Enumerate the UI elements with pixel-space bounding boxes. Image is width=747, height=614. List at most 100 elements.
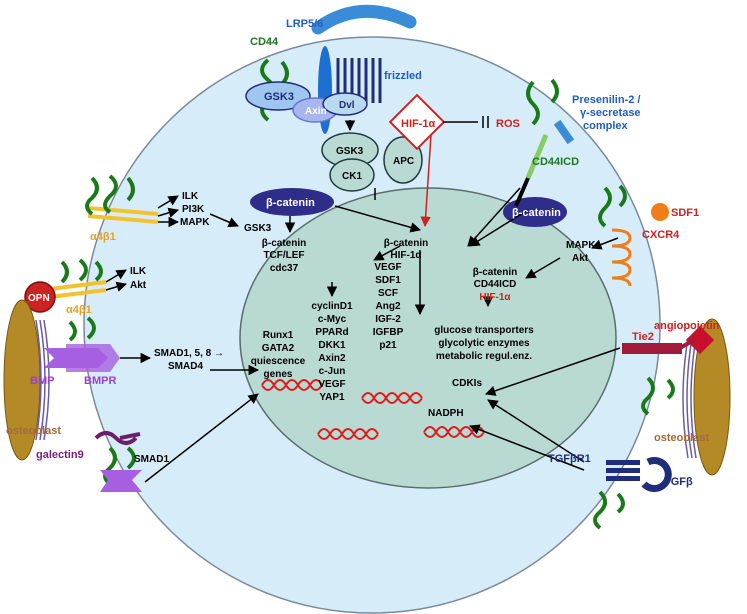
tie2-label: Tie2	[632, 331, 654, 343]
arrow-mapk-gsk3	[209, 213, 239, 228]
arrow-cxcr4-mapk	[591, 237, 619, 250]
opn-label: OPN	[28, 293, 50, 304]
sdf1-label: SDF1	[671, 207, 699, 219]
nadph-label: NADPH	[428, 408, 464, 419]
integrin-upper-label: α4β1	[90, 231, 116, 243]
dna-helix-col1	[317, 428, 379, 440]
beta-catenin-main-label: β-catenin	[266, 197, 315, 209]
sdf1-ligand	[651, 203, 669, 221]
bmp-label: BMP	[30, 375, 54, 387]
arrows	[105, 116, 621, 483]
gsk3-complex-label: GSK3	[336, 146, 364, 157]
col1-target-8: YAP1	[319, 392, 345, 403]
col2-target-6: IGFBP	[373, 327, 404, 338]
col3-head-1: β-catenin	[473, 267, 517, 278]
col3-head-2: CD44ICD	[474, 279, 517, 290]
arrow-bcat-nucleus-right	[334, 205, 422, 233]
beta-catenin-right-bubble	[503, 197, 567, 227]
akt-left-label: Akt	[130, 280, 147, 291]
galectin9-protein	[94, 431, 141, 445]
cd44icd-stalk	[525, 134, 549, 179]
col1-target-3: PPARd	[315, 327, 348, 338]
arrow-cd44icd	[467, 187, 521, 247]
presenilin-label-2: γ-secretase	[580, 107, 641, 119]
smad158-label: SMAD1, 5, 8 →	[154, 348, 224, 359]
integrin-upper	[87, 206, 159, 224]
sdf-protein	[598, 184, 627, 228]
arrow-col2-targets	[373, 245, 401, 261]
runx-item-1: Runx1	[263, 330, 294, 341]
galectin9-label: galectin9	[36, 449, 84, 461]
presenilin-block	[553, 119, 575, 145]
ilk2-label: ILK	[130, 266, 147, 277]
cdkis-label: CDKIs	[452, 378, 482, 389]
tgfb-protein	[593, 490, 625, 530]
dvl-label: Dvl	[339, 100, 355, 111]
cxcr4-receptor	[611, 228, 632, 287]
dvl-bubble	[322, 92, 368, 116]
arrow-integrin-pi3k	[157, 207, 180, 218]
bmpr-receptor	[66, 344, 120, 372]
bmpr-label: BMPR	[84, 375, 116, 387]
col2-head-2: HIF-1α	[390, 250, 422, 261]
runx-item-4: genes	[264, 369, 293, 380]
beta-catenin-right-label: β-catenin	[512, 207, 561, 219]
angiopoietin-label: angiopoietin	[654, 320, 720, 332]
apc-bubble	[383, 136, 423, 184]
col3-hif-label: HIF-1α	[479, 292, 511, 303]
cd44icd-label: CD44ICD	[532, 156, 579, 168]
cd44icd-tail	[514, 177, 530, 207]
frizzled-receptor	[336, 58, 382, 103]
osteoblast-left-membrane	[35, 319, 50, 441]
gsk3-membrane-bubble	[245, 81, 311, 111]
col1-target-6: c-Jun	[319, 366, 346, 377]
col2-target-4: Ang2	[376, 301, 401, 312]
smad4-label: SMAD4	[168, 361, 203, 372]
arrow-mapk-nucleus	[525, 257, 561, 279]
wnt-label: Wnt	[362, 7, 383, 19]
osteoblast-right-label: osteoblast	[654, 432, 709, 444]
arrow-tgfbr1-cdki	[487, 399, 585, 463]
col1-target-2: c-Myc	[318, 314, 347, 325]
arrow-integrin-ilk2	[105, 269, 127, 283]
tgfb-label: TGFβ	[664, 476, 693, 488]
integrin-upper-protein	[85, 174, 135, 216]
col2-target-5: IGF-2	[375, 314, 401, 325]
wnt-ligand	[311, 4, 417, 35]
osteoblast-right	[693, 318, 731, 476]
presenilin-receptor	[526, 78, 559, 126]
col1-target-1: cyclinD1	[311, 301, 353, 312]
tie2-protein	[641, 376, 675, 416]
tgfbr1-label: TGFβR1	[548, 453, 591, 465]
ros-label: ROS	[496, 118, 520, 130]
lrp-label: LRP5/6	[286, 18, 323, 30]
glucose-1: glucose transporters	[434, 325, 534, 336]
frizzled-label: frizzled	[384, 70, 422, 82]
apc-label: APC	[393, 156, 414, 167]
arrow-hif-nucleus	[420, 134, 432, 228]
osteoblast-left-label: osteoblast	[6, 425, 61, 437]
col1-target-4: DKK1	[318, 340, 346, 351]
dna-helix-col2	[361, 392, 423, 404]
glucose-2: glycolytic enzymes	[438, 338, 530, 349]
tie2-receptor	[622, 343, 682, 354]
col1-head-1: β-catenin	[262, 238, 306, 249]
mapk-right-label: MAPK	[566, 240, 596, 251]
tgfbr1-receptor	[606, 460, 640, 481]
nucleus	[239, 187, 617, 489]
beta-catenin-main-bubble	[250, 188, 334, 216]
runx-item-2: GATA2	[262, 343, 295, 354]
col2-target-3: SCF	[378, 288, 398, 299]
cxcr4-label: CXCR4	[642, 229, 680, 241]
col2-target-1: VEGF	[374, 262, 401, 273]
dna-helix-runx	[261, 379, 323, 391]
presenilin-label-1: Presenilin-2 /	[572, 94, 640, 106]
col1-target-5: Axin2	[318, 353, 346, 364]
axin-label: Axin	[305, 106, 327, 117]
osteoblast-left	[3, 299, 41, 461]
hif-box-label: HIF-1α	[401, 118, 436, 130]
ck1-label: CK1	[342, 171, 362, 182]
